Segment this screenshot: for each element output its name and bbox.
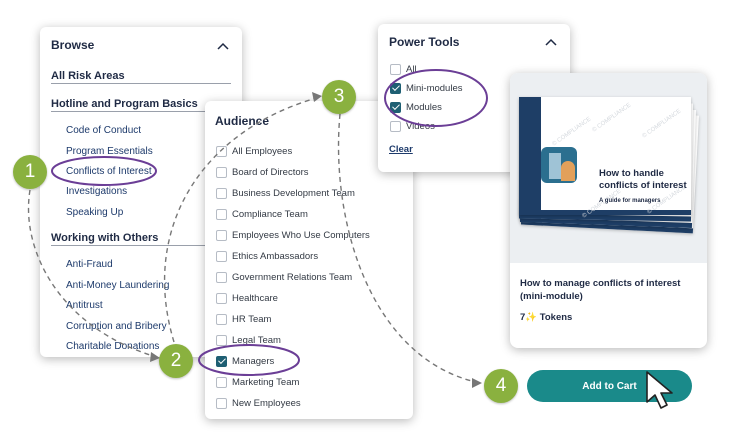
product-title[interactable]: How to manage conflicts of interest (min… (520, 278, 681, 302)
audience-option[interactable]: Employees Who Use Computers (216, 228, 370, 242)
power-option-modules[interactable]: Modules (390, 102, 442, 113)
slide-front: © COMPLIANCE © COMPLIANCE © COMPLIANCE ©… (519, 97, 691, 220)
dashed-arrow (27, 189, 161, 359)
highlight-oval (384, 69, 488, 127)
checkbox[interactable] (216, 334, 227, 346)
step-4-badge: 4 (484, 369, 518, 403)
section-hotline-basics[interactable]: Hotline and Program Basics (51, 98, 198, 110)
arrowhead-icon (472, 378, 482, 388)
arrowhead-icon (312, 92, 322, 102)
audience-option-label: Managers (232, 355, 275, 367)
audience-option[interactable]: Board of Directors (216, 165, 309, 179)
token-label: Tokens (539, 312, 573, 323)
audience-option[interactable]: Marketing Team (216, 375, 299, 389)
audience-option-label: Ethics Ambassadors (232, 250, 319, 262)
audience-option-label: Business Development Team (232, 187, 355, 199)
checkbox[interactable] (216, 166, 227, 178)
token-price: 7✨ Tokens (520, 312, 572, 323)
checkbox[interactable] (216, 250, 227, 262)
browse-item-conflicts-of-interest[interactable]: Conflicts of Interest (66, 166, 152, 177)
slide-subtitle: A guide for managers (599, 198, 661, 204)
chevron-up-icon[interactable] (544, 37, 558, 47)
power-tools-title: Power Tools (389, 35, 460, 49)
section-working-with-others[interactable]: Working with Others (51, 232, 159, 244)
token-count: 7 (520, 312, 526, 323)
checkbox[interactable] (390, 64, 401, 75)
audience-option-label: Employees Who Use Computers (232, 229, 370, 241)
browse-item-anti-fraud[interactable]: Anti-Fraud (66, 259, 113, 270)
slide-title: How to handle conflicts of interest (599, 168, 687, 191)
dashed-arrow (337, 113, 481, 384)
checkbox[interactable] (216, 208, 227, 220)
checkbox[interactable] (216, 271, 227, 283)
audience-option[interactable]: Ethics Ambassadors (216, 249, 318, 263)
clear-link[interactable]: Clear (389, 144, 413, 155)
divider (51, 83, 231, 84)
section-all-risk-areas[interactable]: All Risk Areas (51, 70, 125, 82)
product-thumbnail[interactable]: © COMPLIANCE © COMPLIANCE © COMPLIANCE ©… (510, 73, 707, 263)
browse-item-corruption-bribery[interactable]: Corruption and Bribery (66, 321, 167, 332)
browse-item-program-essentials[interactable]: Program Essentials (66, 146, 153, 157)
browse-item-speaking-up[interactable]: Speaking Up (66, 207, 124, 218)
browse-item-charitable-donations[interactable]: Charitable Donations (66, 341, 160, 352)
power-option-videos[interactable]: Videos (390, 121, 435, 132)
checkbox[interactable] (216, 292, 227, 304)
building-icon (541, 147, 577, 183)
chevron-up-icon[interactable] (216, 41, 230, 51)
power-option-label: Modules (406, 102, 442, 113)
audience-option[interactable]: New Employees (216, 396, 301, 410)
audience-option[interactable]: HR Team (216, 312, 271, 326)
divider (51, 245, 211, 246)
checkbox[interactable] (216, 397, 227, 409)
cursor-icon (646, 371, 673, 409)
checkbox[interactable] (216, 376, 227, 388)
audience-option-label: HR Team (232, 313, 272, 325)
audience-option[interactable]: Government Relations Team (216, 270, 352, 284)
audience-option[interactable]: Compliance Team (216, 207, 308, 221)
browse-item-code-of-conduct[interactable]: Code of Conduct (66, 125, 142, 136)
audience-option-label: Board of Directors (232, 166, 309, 178)
browse-item-anti-money-laundering[interactable]: Anti-Money Laundering (66, 280, 170, 291)
audience-option-label: Healthcare (232, 292, 278, 304)
power-option-label: Mini-modules (406, 83, 463, 94)
browse-item-antitrust[interactable]: Antitrust (66, 300, 103, 311)
checkbox-checked[interactable] (216, 355, 227, 367)
highlight-oval (198, 344, 300, 376)
audience-option[interactable]: Legal Team (216, 333, 281, 347)
step-1-badge: 1 (13, 155, 47, 189)
audience-option-label: Legal Team (232, 334, 281, 346)
audience-option[interactable]: Healthcare (216, 291, 278, 305)
audience-option-label: All Employees (232, 145, 293, 157)
checkbox[interactable] (216, 313, 227, 325)
step-3-badge: 3 (322, 80, 356, 114)
checkbox-checked[interactable] (390, 83, 401, 94)
arrowhead-icon (150, 352, 160, 362)
browse-title: Browse (51, 38, 95, 52)
sparkle-icon: ✨ (525, 312, 538, 323)
audience-option-managers[interactable]: Managers (216, 354, 274, 368)
audience-title: Audience (215, 114, 270, 128)
power-option-label: All (406, 64, 417, 75)
highlight-oval (51, 156, 157, 186)
power-option-all[interactable]: All (390, 64, 417, 75)
audience-option-label: Government Relations Team (232, 271, 353, 283)
checkbox[interactable] (216, 229, 227, 241)
audience-option-label: New Employees (232, 397, 301, 409)
audience-option-label: Marketing Team (232, 376, 300, 388)
checkbox[interactable] (216, 187, 227, 199)
browse-item-investigations[interactable]: Investigations (66, 186, 128, 197)
step-2-badge: 2 (159, 344, 193, 378)
audience-option-label: Compliance Team (232, 208, 308, 220)
checkbox[interactable] (390, 121, 401, 132)
product-card[interactable]: © COMPLIANCE © COMPLIANCE © COMPLIANCE ©… (510, 73, 707, 348)
power-option-mini-modules[interactable]: Mini-modules (390, 83, 463, 94)
audience-panel: Audience All Employees Board of Director… (205, 101, 413, 419)
audience-option[interactable]: Business Development Team (216, 186, 355, 200)
divider (51, 111, 231, 112)
dashed-arrow (164, 96, 321, 343)
power-option-label: Videos (406, 121, 435, 132)
checkbox-checked[interactable] (390, 102, 401, 113)
